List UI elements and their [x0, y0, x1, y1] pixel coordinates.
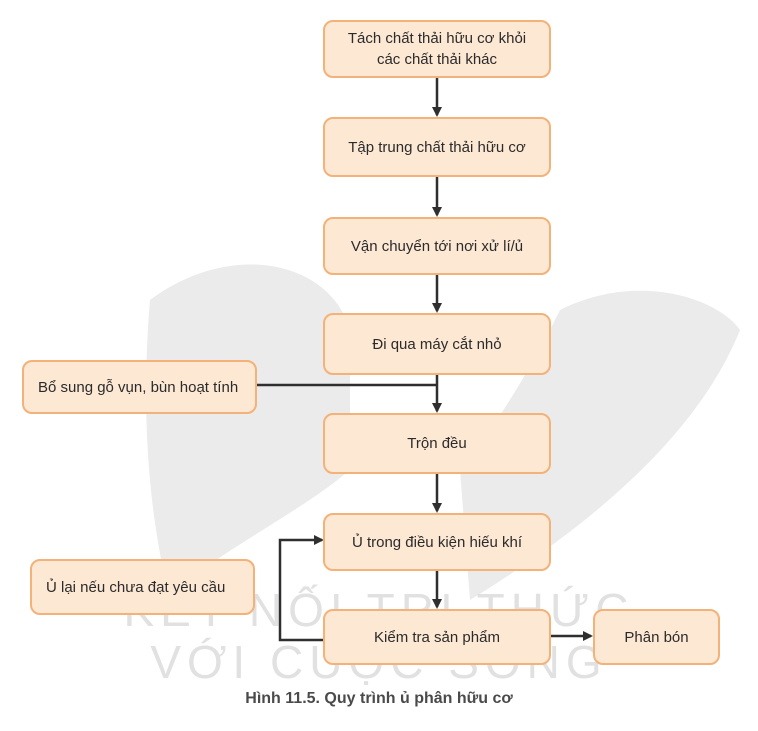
step-fertilizer: Phân bón	[593, 609, 720, 665]
step-mix: Trộn đều	[323, 413, 551, 474]
step-separate-waste: Tách chất thải hữu cơ khỏi các chất thải…	[323, 20, 551, 78]
side-additive: Bổ sung gỗ vụn, bùn hoạt tính	[22, 360, 257, 414]
step-collect-waste: Tập trung chất thải hữu cơ	[323, 117, 551, 177]
step-transport: Vận chuyển tới nơi xử lí/ủ	[323, 217, 551, 275]
arrow-loop-back	[278, 535, 325, 642]
step-shredder: Đi qua máy cắt nhỏ	[323, 313, 551, 375]
step-aerobic-compost: Ủ trong điều kiện hiếu khí	[323, 513, 551, 571]
side-recompost: Ủ lại nếu chưa đạt yêu cầu	[30, 559, 255, 615]
step-check-product: Kiểm tra sản phẩm	[323, 609, 551, 665]
figure-caption: Hình 11.5. Quy trình ủ phân hữu cơ	[245, 690, 513, 707]
